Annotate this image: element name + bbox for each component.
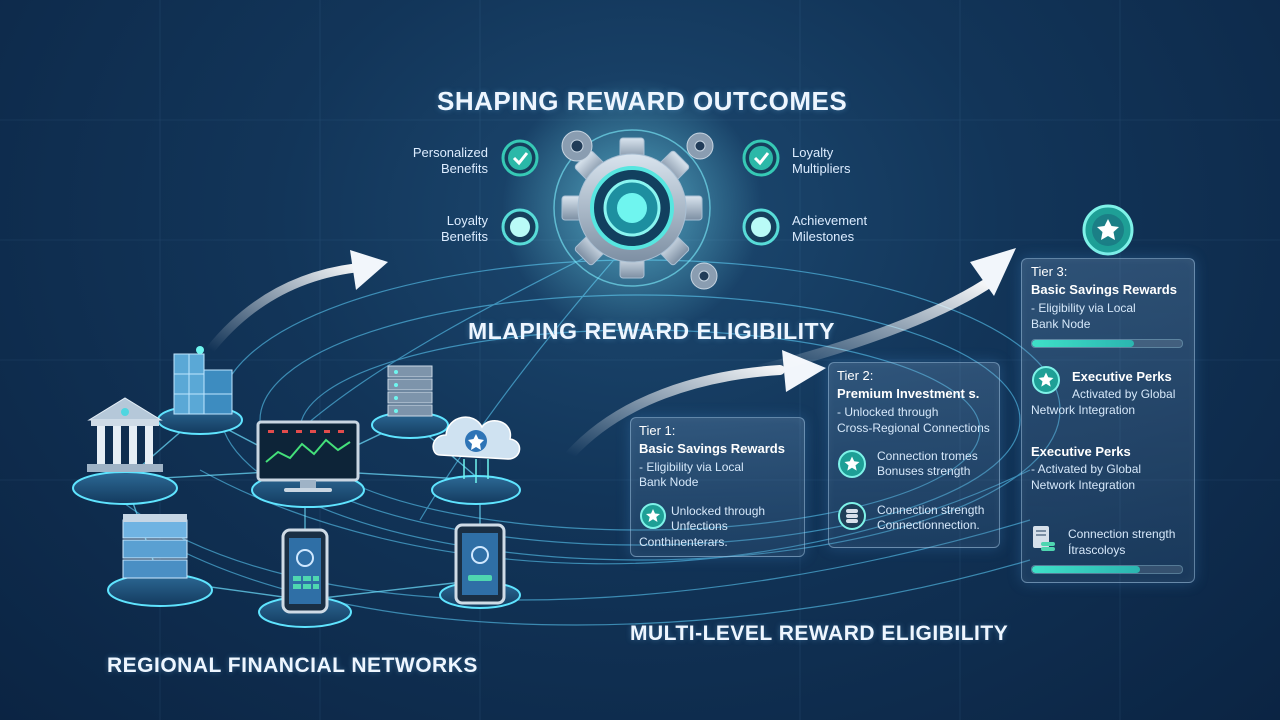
tier-2-title: Premium Investment s. bbox=[837, 386, 980, 401]
benefit-personalized: Personalized Benefits bbox=[412, 145, 488, 176]
benefit-loyalty-benefits: Loyalty Benefits bbox=[441, 213, 488, 244]
arrow-right-head bbox=[970, 248, 1016, 296]
gear-cluster bbox=[502, 78, 762, 338]
tier-3-title: Basic Savings Rewards bbox=[1031, 282, 1177, 297]
check-icon bbox=[742, 139, 780, 177]
progress-fill bbox=[1032, 340, 1134, 347]
document-coins-icon bbox=[1033, 526, 1055, 551]
perk-2-title: Executive Perks bbox=[1031, 444, 1131, 459]
star-badge-icon bbox=[838, 450, 866, 478]
tier-1-title: Basic Savings Rewards bbox=[639, 441, 785, 456]
datacenter-icon bbox=[122, 514, 188, 579]
benefit-loyalty-multipliers: Loyalty Multipliers bbox=[792, 145, 851, 176]
heading-shaping-reward-outcomes: SHAPING REWARD OUTCOMES bbox=[437, 86, 848, 116]
tier-3-progress-bar-1 bbox=[1031, 339, 1183, 348]
tier-1-card: Tier 1: Basic Savings Rewards - Eligibil… bbox=[630, 417, 805, 557]
glow-dot-icon bbox=[501, 208, 539, 246]
small-gear-top-right-icon bbox=[686, 132, 714, 160]
tier-3-label: Tier 3: bbox=[1031, 264, 1068, 279]
arrow-middle bbox=[565, 365, 785, 460]
tier-1-label: Tier 1: bbox=[639, 423, 676, 438]
trading-monitor-icon bbox=[256, 420, 360, 492]
star-badge-icon bbox=[1082, 204, 1134, 256]
platform-datacenter bbox=[107, 573, 213, 607]
star-badge-icon bbox=[1032, 366, 1060, 394]
coin-stack-icon bbox=[838, 502, 866, 530]
cloud-icon bbox=[432, 416, 521, 483]
benefit-achievement-milestones: Achievement Milestones bbox=[792, 213, 868, 244]
tablet-icon bbox=[454, 523, 506, 605]
perk-1-title: Executive Perks bbox=[1072, 369, 1172, 384]
tier-2-label: Tier 2: bbox=[837, 368, 874, 383]
tier-3-progress-bar-2 bbox=[1031, 565, 1183, 574]
tier-2-card: Tier 2: Premium Investment s. - Unlocked… bbox=[828, 362, 1000, 548]
server-rack-icon bbox=[387, 365, 433, 417]
arrow-left-head bbox=[350, 250, 388, 290]
arrow-right bbox=[754, 279, 991, 376]
bank-icon bbox=[87, 397, 163, 472]
heading-multi-level-reward-eligibility: MULTI-LEVEL REWARD ELIGIBILITY bbox=[630, 622, 1009, 645]
heading-mapping-reward-eligibility: MLAPING REWARD ELIGIBILITY bbox=[468, 318, 835, 344]
progress-fill bbox=[1032, 566, 1140, 573]
office-building-icon bbox=[173, 346, 233, 415]
check-icon bbox=[501, 139, 539, 177]
arrow-left bbox=[205, 263, 360, 355]
platform-bank bbox=[72, 471, 178, 505]
heading-regional-financial-networks: REGIONAL FINANCIAL NETWORKS bbox=[107, 654, 478, 677]
small-gear-top-left-icon bbox=[561, 130, 593, 162]
small-gear-bottom-right-icon bbox=[690, 262, 718, 290]
star-badge-icon bbox=[640, 503, 666, 529]
smartphone-icon bbox=[281, 528, 329, 614]
glow-dot-icon bbox=[742, 208, 780, 246]
tier-3-card: Tier 3: Basic Savings Rewards - Eligibil… bbox=[1021, 258, 1195, 583]
